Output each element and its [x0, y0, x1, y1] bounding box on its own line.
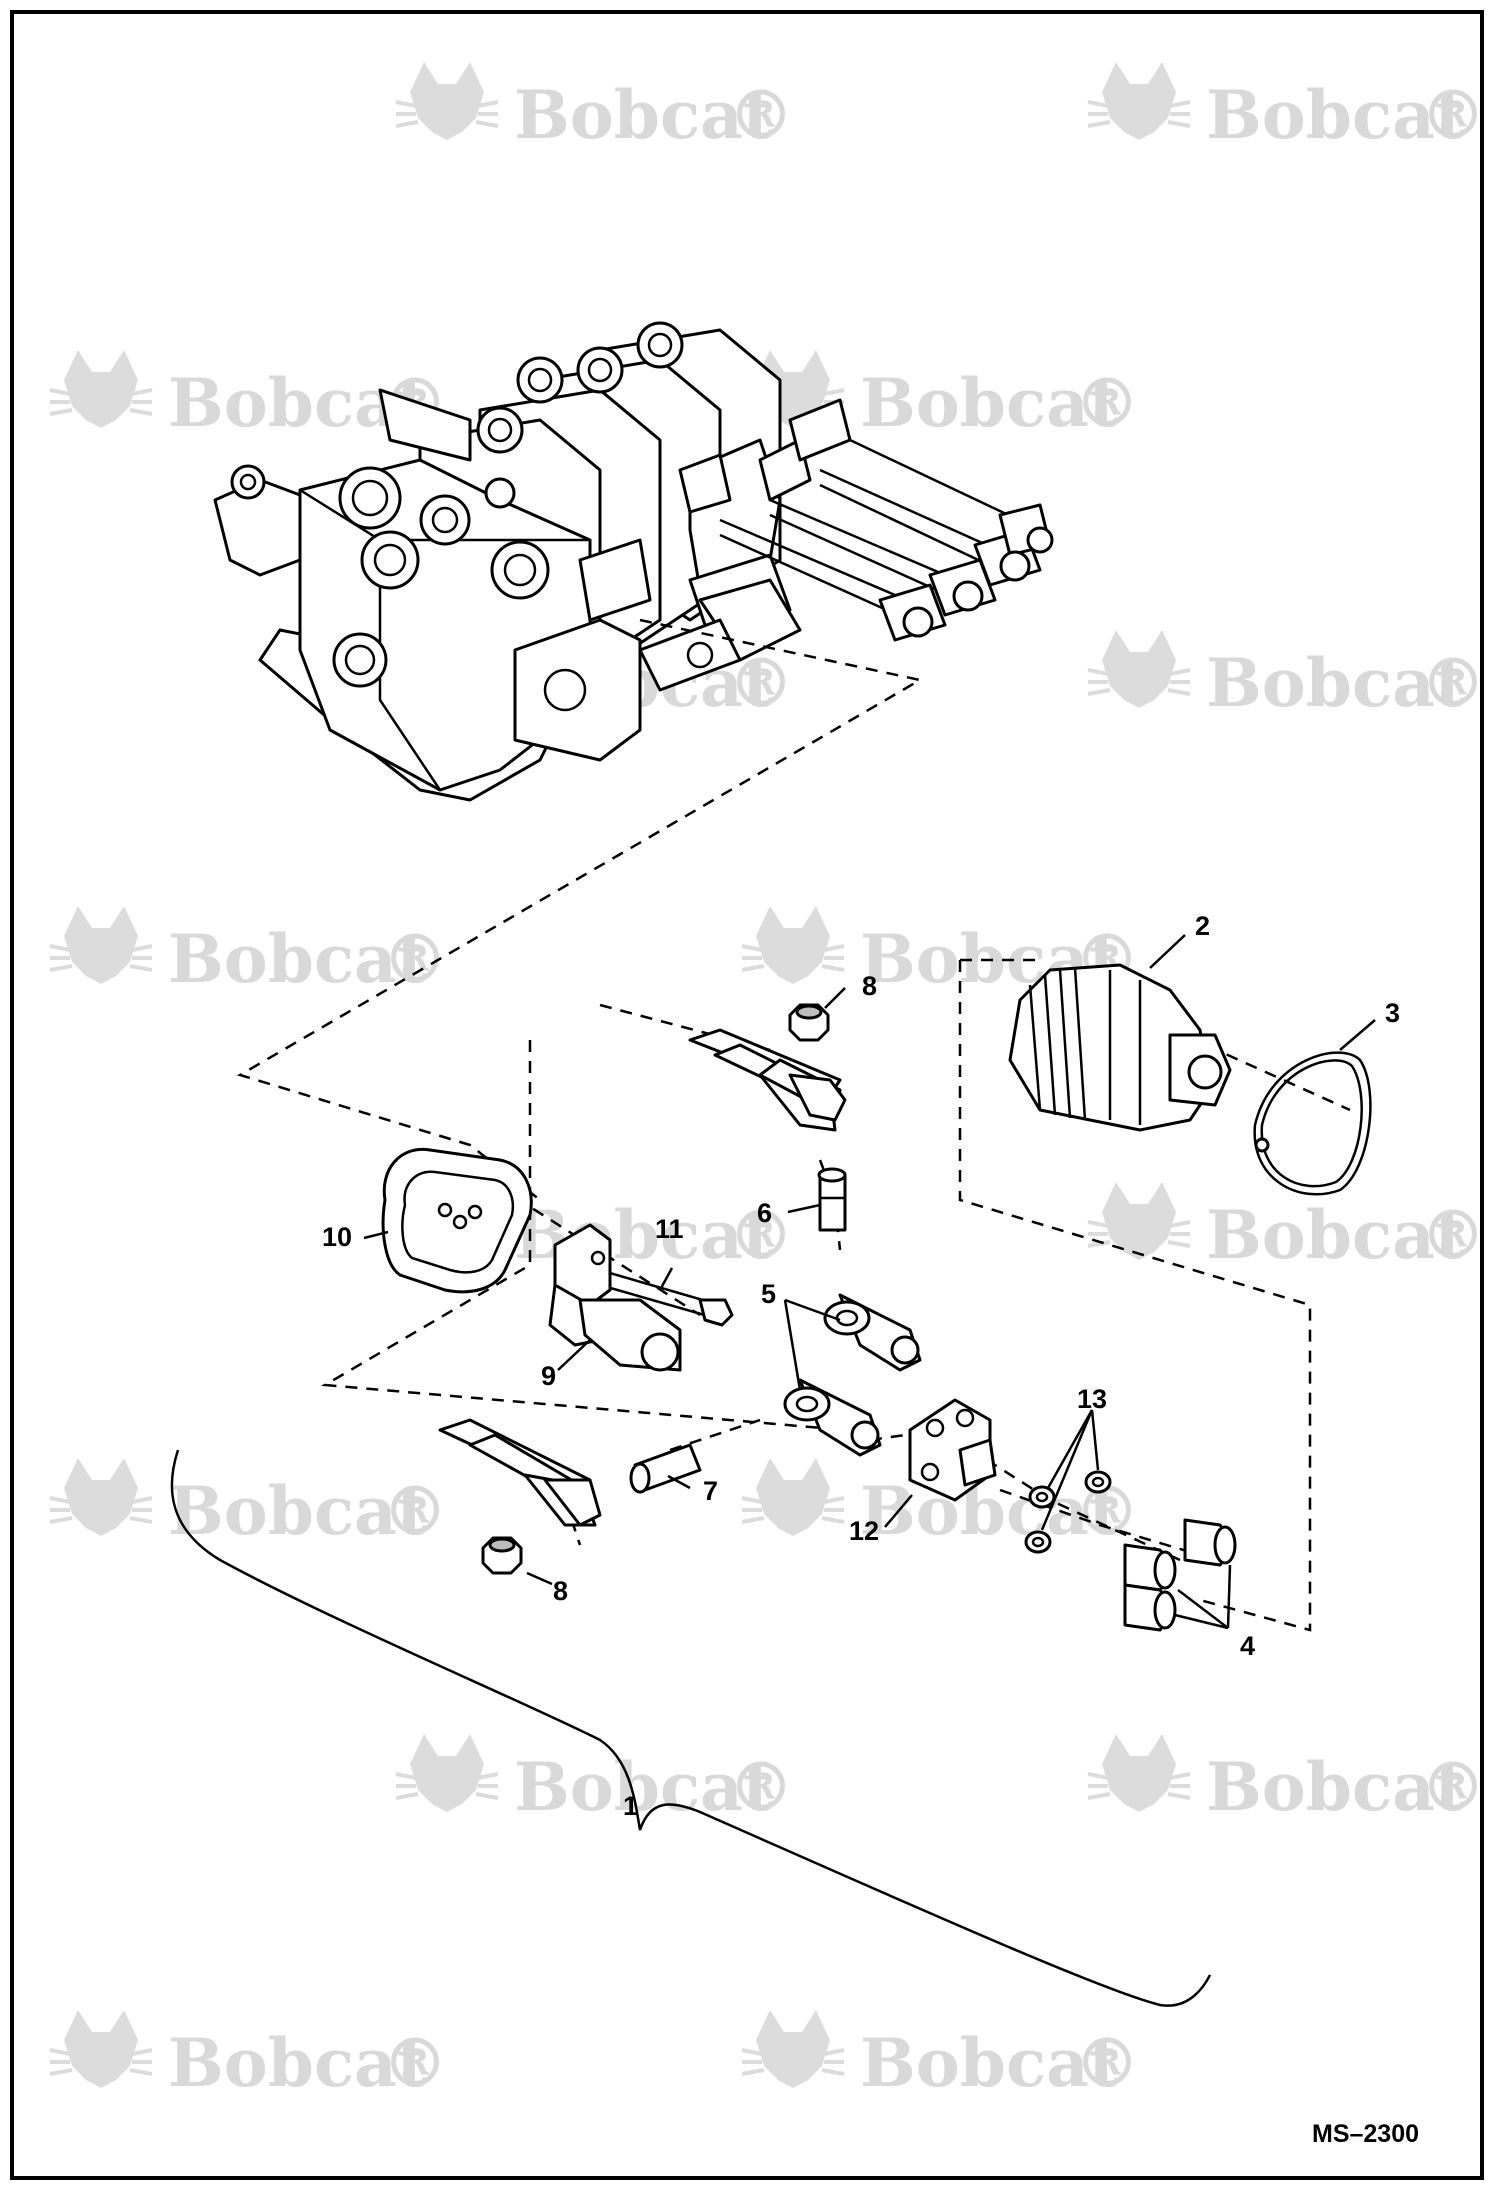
watermark: Bobcat ®	[1086, 628, 1486, 722]
bobcat-head-icon	[740, 2008, 846, 2090]
watermark-text: Bobcat	[168, 920, 428, 998]
bobcat-head-icon	[1086, 60, 1192, 142]
callout-5: 5	[761, 1279, 776, 1309]
bobcat-head-icon	[740, 904, 846, 986]
callout-labels: 2 3 8 6 5 10 11 9 7 12 8 13 4 1	[322, 911, 1400, 1821]
watermark-text: Bobcat	[1206, 1748, 1466, 1826]
leader-lines	[363, 934, 1376, 1630]
upper-spool-rod	[688, 1028, 847, 1132]
part-8-bottom-nut	[481, 1536, 523, 1575]
watermark: Bobcat ®	[394, 60, 794, 154]
callout-6: 6	[757, 1198, 772, 1228]
watermark-text: Bobcat	[168, 1472, 428, 1550]
part-5-rod-end-lower	[783, 1378, 882, 1457]
watermark-mark: ®	[728, 1196, 794, 1274]
bobcat-head-icon	[48, 348, 154, 430]
watermark-mark: ®	[728, 76, 794, 154]
watermark-mark: ®	[382, 920, 448, 998]
watermark: Bobcat ®	[1086, 1732, 1486, 1826]
watermark-text: Bobcat	[860, 1472, 1120, 1550]
callout-12: 12	[849, 1516, 879, 1546]
watermark: Bobcat ®	[740, 2008, 1140, 2102]
callout-8-bottom: 8	[553, 1576, 568, 1606]
part-7-pin	[629, 1443, 702, 1494]
watermark-mark: ®	[728, 1748, 794, 1826]
watermark-mark: ®	[1420, 644, 1486, 722]
watermark-text: Bobcat	[514, 1748, 774, 1826]
watermark-mark: ®	[1420, 76, 1486, 154]
callout-10: 10	[322, 1222, 352, 1252]
bobcat-head-icon	[1086, 1732, 1192, 1814]
bobcat-head-icon	[394, 1732, 500, 1814]
callout-9: 9	[541, 1361, 556, 1391]
callout-7: 7	[703, 1476, 718, 1506]
watermark: Bobcat ®	[1086, 60, 1486, 154]
watermark-mark: ®	[382, 1472, 448, 1550]
part-12-end-cap	[908, 1398, 997, 1502]
control-valve-assembly	[213, 321, 1054, 802]
watermark: Bobcat ®	[48, 904, 448, 998]
part-10-plate	[381, 1147, 533, 1294]
watermark: Bobcat ®	[740, 348, 1140, 442]
callout-3: 3	[1385, 998, 1400, 1028]
watermark-text: Bobcat	[168, 2024, 428, 2102]
watermark-mark: ®	[1420, 1196, 1486, 1274]
watermark-text: Bobcat	[1206, 76, 1466, 154]
callout-2: 2	[1195, 911, 1210, 941]
bobcat-head-icon	[48, 2008, 154, 2090]
callout-13: 13	[1077, 1384, 1107, 1414]
bobcat-head-icon	[48, 1456, 154, 1538]
part-9-detent	[548, 1223, 682, 1372]
bobcat-head-icon	[740, 1456, 846, 1538]
part-4-screws	[1123, 1518, 1237, 1632]
watermark-mark: ®	[1074, 364, 1140, 442]
watermark: Bobcat ®	[1086, 1180, 1486, 1274]
bobcat-head-icon	[394, 60, 500, 142]
watermark: Bobcat ®	[48, 2008, 448, 2102]
bobcat-head-icon	[1086, 1180, 1192, 1262]
part-13-washers	[1024, 1470, 1112, 1554]
part-6-pin	[817, 1167, 847, 1232]
callout-8-top: 8	[862, 971, 877, 1001]
watermark: Bobcat ®	[48, 1456, 448, 1550]
callout-1: 1	[623, 1791, 638, 1821]
watermark-mark: ®	[1420, 1748, 1486, 1826]
part-3-oring	[1253, 1051, 1372, 1196]
bobcat-head-icon	[1086, 628, 1192, 710]
watermark-text: Bobcat	[860, 364, 1120, 442]
callout-4: 4	[1240, 1631, 1255, 1661]
lower-spool-rod	[438, 1418, 602, 1527]
watermark-mark: ®	[382, 2024, 448, 2102]
watermark-mark: ®	[1074, 2024, 1140, 2102]
assembly-bracket	[170, 1449, 1212, 2007]
watermark: Bobcat ®	[394, 1732, 794, 1826]
watermark-text: Bobcat	[860, 2024, 1120, 2102]
watermark-text: Bobcat	[514, 76, 774, 154]
drawing-code: MS–2300	[1312, 2120, 1419, 2148]
watermark-text: Bobcat	[1206, 644, 1466, 722]
part-8-top-nut	[788, 1003, 830, 1042]
part-2-coil	[1008, 963, 1232, 1132]
watermark: Bobcat ®	[394, 1180, 794, 1274]
bobcat-head-icon	[48, 904, 154, 986]
part-5-rod-end-upper	[823, 1293, 922, 1372]
watermark-text: Bobcat	[1206, 1196, 1466, 1274]
callout-11: 11	[655, 1214, 684, 1244]
